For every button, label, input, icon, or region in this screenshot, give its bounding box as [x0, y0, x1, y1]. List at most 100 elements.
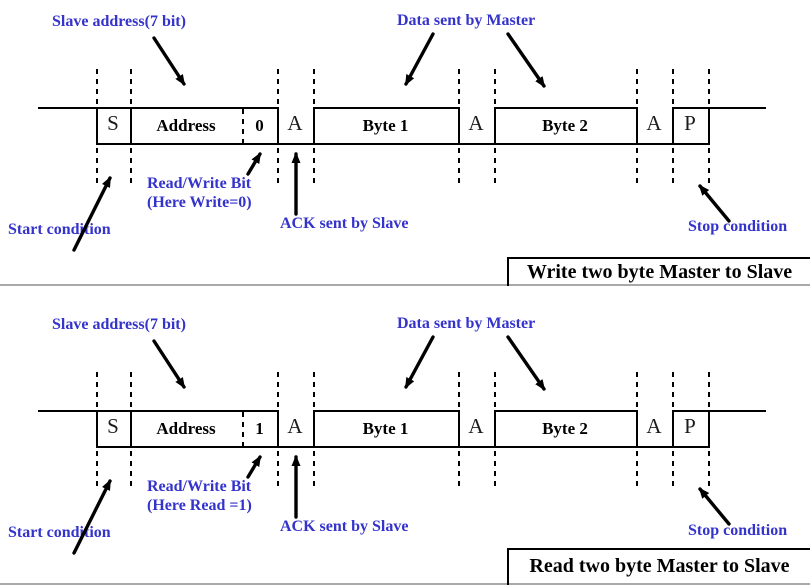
ack-cell: A [468, 111, 484, 135]
rw-bit-cell: 1 [255, 419, 264, 438]
frame-edge-line [636, 107, 638, 145]
frame-bottom-line [96, 446, 710, 448]
guide-dash [313, 69, 315, 106]
ack-cell: A [646, 414, 662, 438]
guide-dash [458, 372, 460, 409]
divider-rule [0, 583, 810, 585]
frame-edge-line [708, 107, 710, 145]
stop-cell: P [684, 111, 696, 135]
guide-dash [96, 451, 98, 490]
guide-dash [96, 69, 98, 106]
frame-edge-line [313, 107, 315, 145]
write-transaction-diagram: Slave address(7 bit) Data sent by Master… [8, 12, 788, 238]
byte2-cell: Byte 2 [542, 116, 588, 135]
signal-lead-out-line [710, 107, 766, 109]
guide-dash [708, 372, 710, 409]
guide-dash [313, 148, 315, 187]
read-transaction-diagram: Slave address(7 bit) Data sent by Master… [0, 303, 810, 587]
guide-dash [458, 69, 460, 106]
guide-dash [494, 451, 496, 490]
frame-edge-line [96, 410, 98, 448]
ack-cell: A [646, 111, 662, 135]
guide-dash [636, 372, 638, 409]
byte1-cell: Byte 1 [362, 116, 409, 135]
guide-dash [277, 451, 279, 490]
frame-top-line [313, 107, 460, 109]
start-condition-label: Start condition [8, 221, 111, 238]
rw-bit-cell: 0 [255, 116, 264, 135]
guide-dash [708, 451, 710, 490]
guide-dash [494, 372, 496, 409]
stop-cell: P [684, 414, 696, 438]
frame-edge-line [96, 107, 98, 145]
frame-top-line [672, 410, 710, 412]
frame-edge-line [672, 107, 674, 145]
frame-edge-line [672, 410, 674, 448]
guide-dash [672, 372, 674, 409]
guide-dash [636, 451, 638, 490]
frame-edge-line [277, 107, 279, 145]
slave-address-label: Slave address(7 bit) [52, 13, 186, 30]
guide-dash [708, 69, 710, 106]
guide-dash [636, 69, 638, 106]
rw-bit-label-line1: Read/Write Bit [147, 175, 252, 192]
ack-cell: A [287, 414, 303, 438]
start-cell: S [107, 111, 119, 135]
guide-dash [130, 451, 132, 490]
stop-condition-label: Stop condition [688, 218, 788, 235]
guide-dash [130, 148, 132, 187]
byte1-cell: Byte 1 [362, 419, 409, 438]
signal-lead-in-line [38, 410, 96, 412]
write-caption: Write two byte Master to Slave [507, 257, 810, 286]
frame-top-line [313, 410, 460, 412]
guide-dash [708, 148, 710, 187]
frame-top-line [96, 410, 279, 412]
stop-condition-label: Stop condition [688, 522, 788, 539]
read-caption: Read two byte Master to Slave [507, 548, 810, 585]
signal-lead-in-line [38, 107, 96, 109]
frame-edge-line [708, 410, 710, 448]
guide-dash [458, 148, 460, 187]
guide-dash [96, 148, 98, 187]
address-cell: Address [156, 419, 216, 438]
ack-label: ACK sent by Slave [280, 518, 409, 535]
guide-dash [494, 69, 496, 106]
guide-dash [313, 451, 315, 490]
address-bit-divider-dashed [242, 412, 244, 446]
frame-top-line [672, 107, 710, 109]
rw-bit-label-line2: (Here Write=0) [147, 194, 252, 211]
guide-dash [130, 372, 132, 409]
address-bit-divider-dashed [242, 109, 244, 143]
frame-edge-line [130, 410, 132, 448]
frame-edge-line [494, 107, 496, 145]
guide-dash [277, 69, 279, 106]
ack-cell: A [468, 414, 484, 438]
guide-dash [277, 372, 279, 409]
data-sent-label: Data sent by Master [397, 315, 536, 332]
guide-dash [672, 148, 674, 187]
start-cell: S [107, 414, 119, 438]
slave-address-label: Slave address(7 bit) [52, 316, 186, 333]
frame-edge-line [277, 410, 279, 448]
rw-bit-label-line2: (Here Read =1) [147, 497, 252, 514]
start-condition-label: Start condition [8, 524, 111, 541]
guide-dash [277, 148, 279, 187]
frame-edge-line [636, 410, 638, 448]
guide-dash [130, 69, 132, 106]
data-sent-label: Data sent by Master [397, 12, 536, 29]
frame-edge-line [130, 107, 132, 145]
guide-dash [672, 451, 674, 490]
frame-edge-line [494, 410, 496, 448]
rw-bit-label-line1: Read/Write Bit [147, 478, 252, 495]
guide-dash [672, 69, 674, 106]
frame-bottom-line [96, 143, 710, 145]
divider-rule [0, 284, 810, 286]
frame-top-line [494, 107, 638, 109]
frame-top-line [96, 107, 279, 109]
frame-top-line [494, 410, 638, 412]
ack-cell: A [287, 111, 303, 135]
guide-dash [494, 148, 496, 187]
guide-dash [636, 148, 638, 187]
frame-edge-line [313, 410, 315, 448]
